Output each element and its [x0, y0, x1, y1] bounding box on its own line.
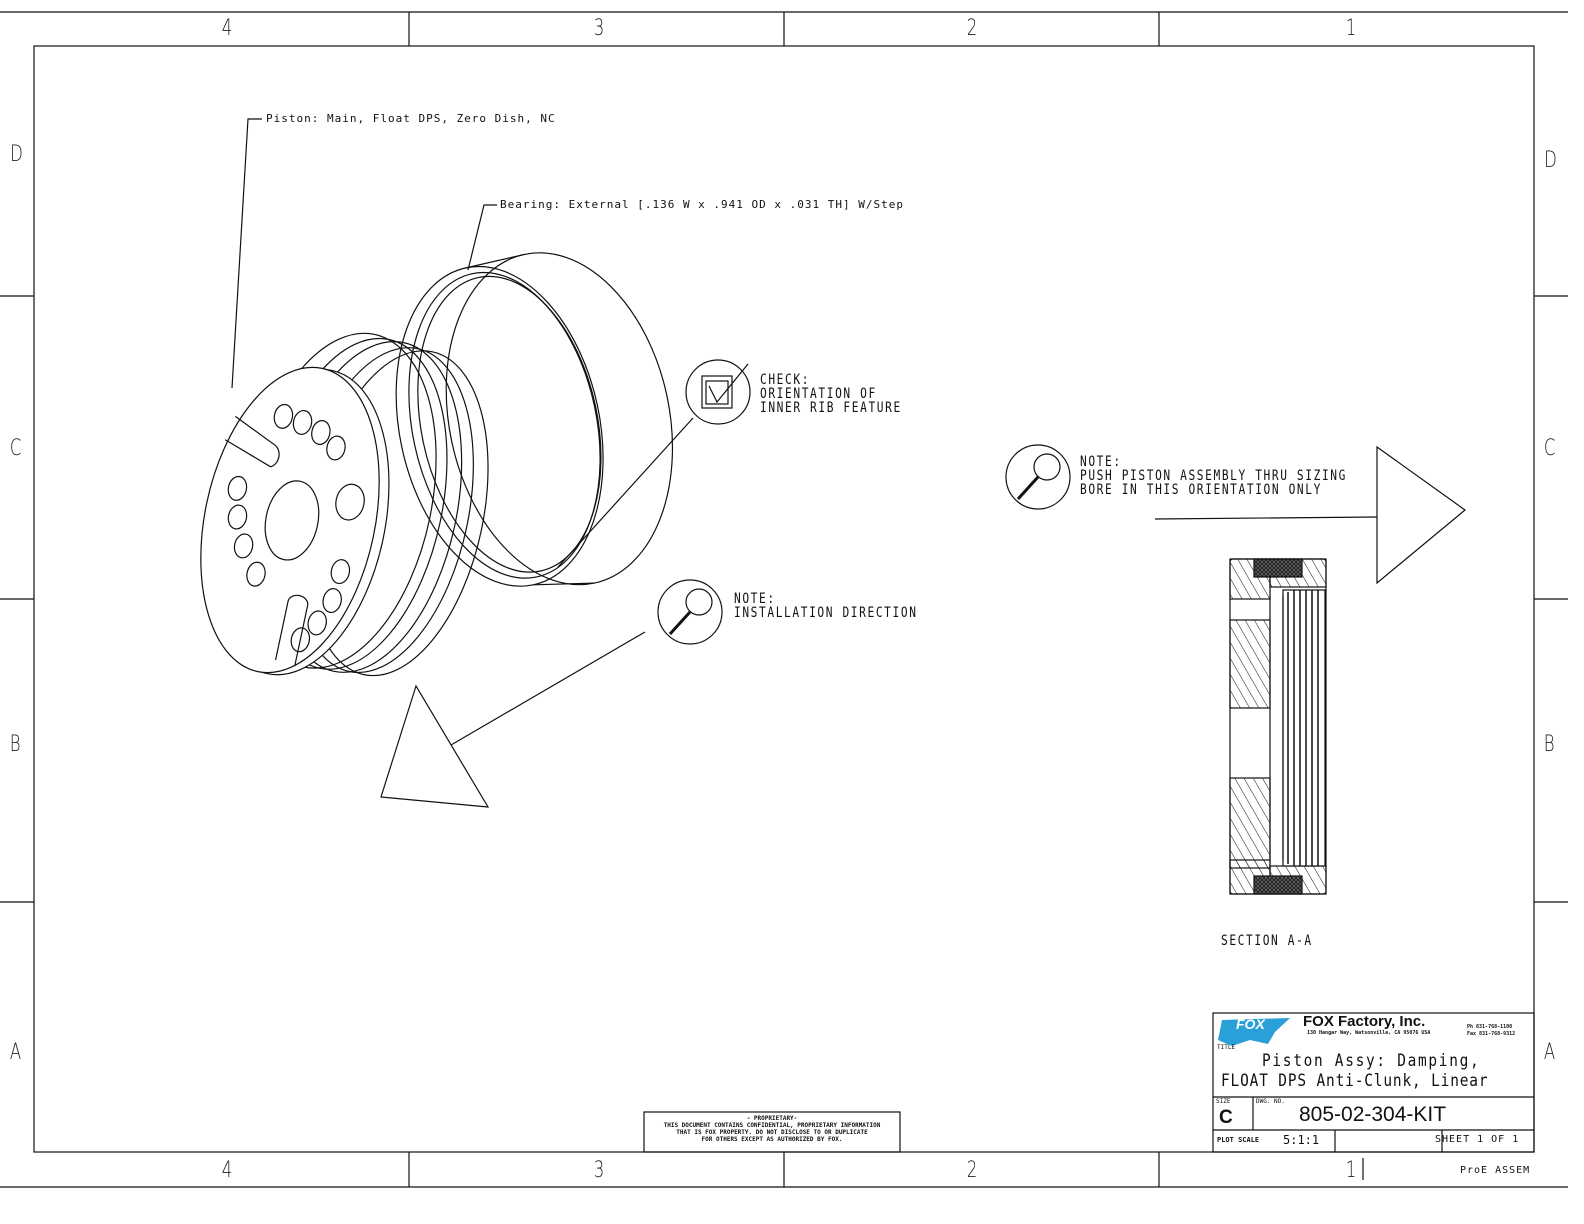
- zone-column-label: 1: [1345, 16, 1357, 41]
- piston-callout: Piston: Main, Float DPS, Zero Dish, NC: [266, 112, 556, 125]
- push-note: NOTE: PUSH PISTON ASSEMBLY THRU SIZING B…: [1080, 455, 1347, 497]
- software-label: ProE ASSEM: [1460, 1165, 1531, 1176]
- note-line: INSTALLATION DIRECTION: [734, 605, 918, 621]
- zone-column-label: 3: [593, 16, 605, 41]
- note-line: NOTE:: [734, 591, 776, 607]
- bearing-callout: Bearing: External [.136 W x .941 OD x .0…: [500, 198, 904, 211]
- magnifier-icon: [657, 579, 723, 645]
- piston-drawing: [200, 332, 489, 677]
- company-phone: Ph 831-768-1100: [1467, 1024, 1513, 1030]
- zone-row-label: A: [1543, 1040, 1556, 1065]
- zone-column-label: 2: [966, 1158, 978, 1183]
- installation-note: NOTE: INSTALLATION DIRECTION: [734, 592, 918, 620]
- logo-text: FOX: [1236, 1016, 1265, 1032]
- section-label: SECTION A-A: [1221, 933, 1313, 949]
- notice-line: THIS DOCUMENT CONTAINS CONFIDENTIAL, PRO…: [663, 1122, 881, 1129]
- checkbox-icon: [685, 359, 751, 425]
- zone-row-label: D: [1544, 148, 1557, 173]
- company-name: FOX Factory, Inc.: [1303, 1013, 1426, 1030]
- plot-scale-label: PLOT SCALE: [1217, 1136, 1260, 1144]
- note-line: NOTE:: [1080, 454, 1122, 470]
- note-line: PUSH PISTON ASSEMBLY THRU SIZING: [1080, 468, 1347, 484]
- check-note: CHECK: ORIENTATION OF INNER RIB FEATURE: [760, 373, 902, 415]
- notice-line: FOR OTHERS EXCEPT AS AUTHORIZED BY FOX.: [701, 1136, 843, 1143]
- title-label: TITLE: [1217, 1044, 1236, 1051]
- fox-logo: [1218, 1018, 1290, 1046]
- zone-column-label: 3: [593, 1158, 605, 1183]
- zone-column-label: 4: [221, 16, 233, 41]
- magnifier-icon: [1005, 444, 1071, 510]
- sheet-number: SHEET 1 OF 1: [1435, 1134, 1520, 1145]
- zone-column-label: 1: [1345, 1158, 1357, 1183]
- proprietary-notice: - PROPRIETARY- THIS DOCUMENT CONTAINS CO…: [644, 1115, 900, 1143]
- notice-line: THAT IS FOX PROPERTY. DO NOT DISCLOSE TO…: [676, 1129, 868, 1136]
- zone-row-label: C: [9, 436, 22, 461]
- bearing-drawing: [395, 252, 674, 587]
- drawing-title-line2: FLOAT DPS Anti-Clunk, Linear: [1221, 1071, 1489, 1091]
- note-line: INNER RIB FEATURE: [760, 400, 902, 416]
- notice-line: - PROPRIETARY-: [746, 1115, 798, 1122]
- plot-scale: 5:1:1: [1283, 1133, 1320, 1147]
- installation-arrow: [380, 631, 646, 808]
- company-address: 130 Hangar Way, Watsonville, CA 95076 US…: [1307, 1030, 1431, 1036]
- leader-lines: [231, 118, 694, 568]
- zone-column-label: 2: [966, 16, 978, 41]
- drawing-number: 805-02-304-KIT: [1299, 1103, 1447, 1126]
- zone-row-label: C: [1543, 436, 1556, 461]
- company-fax: Fax 831-768-9312: [1467, 1031, 1516, 1037]
- zone-row-label: A: [9, 1040, 22, 1065]
- title-block-frame: [1212, 1012, 1535, 1180]
- zone-column-label: 4: [221, 1158, 233, 1183]
- push-direction-arrow: [1154, 445, 1466, 585]
- dwg-no-label: DWG. NO.: [1256, 1098, 1285, 1105]
- note-line: ORIENTATION OF: [760, 386, 877, 402]
- section-view: [1229, 558, 1327, 895]
- note-line: CHECK:: [760, 372, 811, 388]
- proprietary-box: [643, 1111, 901, 1153]
- drawing-title-line1: Piston Assy: Damping,: [1262, 1051, 1481, 1071]
- sheet-size: C: [1219, 1107, 1233, 1128]
- zone-row-label: B: [1543, 732, 1555, 757]
- note-line: BORE IN THIS ORIENTATION ONLY: [1080, 482, 1322, 498]
- size-label: SIZE: [1216, 1098, 1231, 1105]
- zone-row-label: B: [9, 732, 21, 757]
- zone-row-label: D: [10, 142, 23, 167]
